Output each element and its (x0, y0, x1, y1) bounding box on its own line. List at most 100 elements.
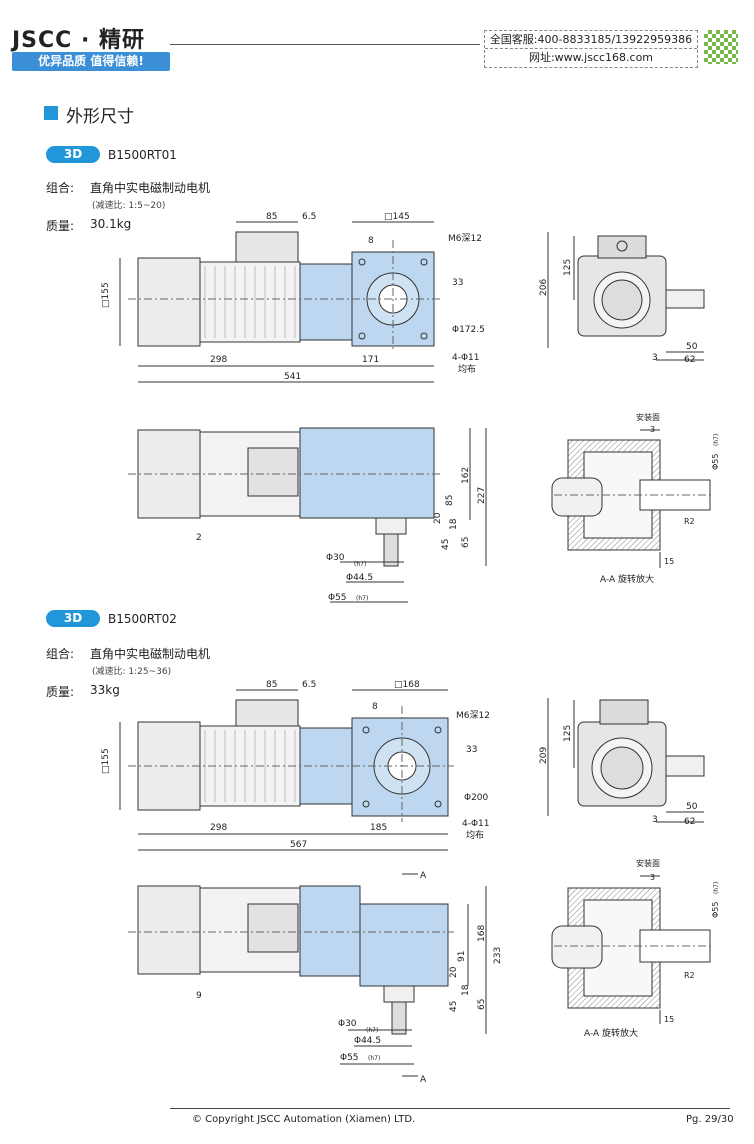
section-title: 外形尺寸 (66, 107, 134, 127)
side-206: 206 (539, 279, 549, 296)
model1-front-dims: 85 6.5 □145 M6深12 8 33 □155 298 171 541 … (101, 212, 485, 382)
shaft-55: Φ55 (328, 593, 347, 603)
aa1-r2: R2 (684, 517, 695, 526)
top-2: 2 (196, 533, 202, 543)
m2-dim-m6: M6深12 (456, 710, 490, 721)
m2-shaft-30-fit: (h7) (366, 1027, 378, 1034)
m2-top-65: 65 (477, 999, 487, 1010)
dim-298: 298 (210, 355, 227, 365)
model1-combo-value: 直角中实电磁制动电机 (90, 181, 211, 195)
m2-dim-65: 6.5 (302, 680, 316, 690)
model2-ratio: (减速比: 1:25~36) (92, 667, 172, 677)
section-marker-icon (44, 106, 58, 120)
m2-dim-square: □168 (394, 680, 420, 690)
m2-dim-holes-note: 均布 (466, 829, 484, 841)
checker-grid-icon (704, 30, 738, 64)
contact-box: 全国客服:400-8833185/13922959386 网址:www.jscc… (484, 30, 698, 68)
aa2-55: Φ55 (711, 902, 720, 918)
aa1-55: Φ55 (711, 454, 720, 470)
m2-side-125: 125 (563, 725, 573, 742)
m2-dim-dia: Φ200 (464, 793, 489, 803)
dim-holes: 4-Φ11 (452, 353, 480, 363)
m2-dim-holes: 4-Φ11 (462, 819, 490, 829)
m2-top-18: 18 (461, 984, 471, 996)
side-125: 125 (563, 259, 573, 276)
model1-ratio: (减速比: 1:5~20) (92, 201, 166, 211)
header-divider (170, 44, 480, 45)
dim-85: 85 (266, 212, 277, 222)
dim-541: 541 (284, 372, 301, 382)
aa1-55-fit: (h7) (713, 434, 720, 446)
top-227: 227 (477, 487, 487, 504)
m2-sec-a-top: A (420, 871, 427, 881)
side-3: 3 (652, 353, 658, 363)
brand-slogan: 优异品质 值得信赖! (12, 52, 170, 71)
footer-divider (170, 1108, 730, 1109)
m2-top-168: 168 (477, 925, 487, 942)
copyright-text: © Copyright JSCC Automation (Xiamen) LTD… (192, 1114, 416, 1125)
m2-shaft-30: Φ30 (338, 1019, 357, 1029)
dim-holes-note: 均布 (458, 363, 476, 375)
dim-square: □145 (384, 212, 410, 222)
dim-155: □155 (101, 282, 111, 308)
m2-side-50: 50 (686, 802, 698, 812)
model2-combo-value: 直角中实电磁制动电机 (90, 647, 211, 661)
model1-top-view (128, 427, 487, 603)
shaft-55-fit: (h7) (356, 595, 368, 602)
page-number: Pg. 29/30 (686, 1114, 734, 1125)
model1-aa-section (551, 429, 714, 568)
model2-aa-section (551, 875, 714, 1024)
m2-dim-8: 8 (372, 702, 378, 712)
model2-mass-label: 质量: (46, 685, 75, 699)
top-65: 65 (461, 537, 471, 548)
m2-dim-33: 33 (466, 745, 477, 755)
m2-top-45: 45 (449, 1001, 459, 1012)
m2-top-9: 9 (196, 991, 202, 1001)
top-45: 45 (441, 539, 451, 550)
model1-mass-value: 30.1kg (90, 217, 132, 231)
model1-mass-label: 质量: (46, 219, 75, 233)
model2-front-view (119, 689, 454, 851)
m2-top-233: 233 (493, 947, 503, 964)
m2-side-3: 3 (652, 815, 658, 825)
m2-top-20: 20 (449, 966, 459, 978)
model2-combo-label: 组合: (46, 647, 75, 661)
aa1-15: 15 (664, 557, 674, 566)
dim-171: 171 (362, 355, 379, 365)
m2-dim-155: □155 (101, 748, 111, 774)
m2-shaft-55: Φ55 (340, 1053, 359, 1063)
model2-side-view (547, 698, 705, 823)
aa2-55-fit: (h7) (713, 882, 720, 894)
aa1-3: 3 (650, 425, 655, 434)
aa2-title: A-A 旋转放大 (584, 1027, 638, 1039)
top-85: 85 (445, 495, 455, 506)
model2-3d-badge[interactable]: 3D (46, 610, 100, 627)
m2-top-91: 91 (457, 951, 467, 962)
m2-shaft-55-fit: (h7) (368, 1055, 380, 1062)
model1-name: B1500RT01 (108, 148, 177, 162)
model1-combo-label: 组合: (46, 181, 75, 195)
shaft-30-fit: (h7) (354, 561, 366, 568)
m2-dim-567: 567 (290, 840, 307, 850)
m2-sec-a-bottom: A (420, 1075, 427, 1085)
shaft-30: Φ30 (326, 553, 345, 563)
m2-side-209: 209 (539, 747, 549, 764)
m2-dim-85: 85 (266, 680, 277, 690)
side-62: 62 (684, 355, 695, 365)
model2-top-view (128, 873, 487, 1077)
brand-logo: JSCC · 精研 (12, 28, 145, 53)
m2-dim-298: 298 (210, 823, 227, 833)
top-20: 20 (433, 512, 443, 524)
model1-side-view (547, 232, 705, 361)
aa1-title: A-A 旋转放大 (600, 573, 654, 585)
aa2-r2: R2 (684, 971, 695, 980)
m2-shaft-44: Φ44.5 (354, 1036, 381, 1046)
website-text: 网址:www.jscc168.com (528, 51, 654, 64)
aa2-surface: 安装面 (636, 858, 660, 868)
model1-3d-badge[interactable]: 3D (46, 146, 100, 163)
dim-33: 33 (452, 278, 463, 288)
dim-dia: Φ172.5 (452, 325, 485, 335)
m2-dim-185: 185 (370, 823, 387, 833)
model2-name: B1500RT02 (108, 612, 177, 626)
